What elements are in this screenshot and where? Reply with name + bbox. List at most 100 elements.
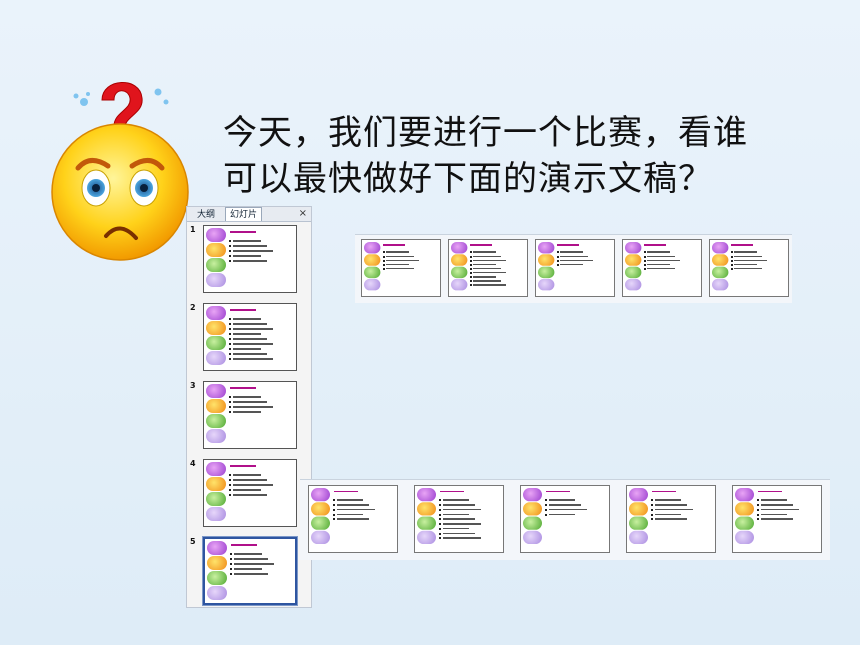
mini-slide-bullet — [382, 251, 385, 254]
mini-slide-image-strip — [712, 242, 729, 291]
mini-slide-bullet — [544, 513, 547, 516]
slide-thumbnail[interactable] — [203, 303, 297, 371]
tab-slides[interactable]: 幻灯片 — [225, 207, 263, 221]
mini-slide-bullet — [643, 259, 646, 262]
mini-slide-text-line — [472, 271, 506, 274]
mini-slide-bullet — [469, 267, 472, 270]
mini-slide-text-line — [472, 259, 506, 262]
mini-slide-text-line — [442, 513, 470, 516]
mini-slide-text-line — [646, 255, 675, 258]
tab-outline[interactable]: 大纲 — [197, 210, 216, 220]
mini-slide-bullet — [382, 267, 385, 270]
mini-slide-bullet — [332, 518, 335, 521]
mini-slide-bullet — [469, 263, 472, 266]
mini-slide-image-strip — [311, 488, 330, 545]
mini-slide-bullet — [556, 259, 559, 262]
mini-slide-bullet — [730, 255, 733, 258]
mini-slide-bullet — [756, 504, 759, 507]
sorter-slide-thumbnail[interactable] — [709, 239, 789, 297]
mini-slide-bullet — [469, 255, 472, 258]
sorter-slide-thumbnail[interactable] — [626, 485, 716, 553]
mini-slide-text-line — [472, 255, 501, 258]
mini-slide-text-line — [654, 518, 687, 520]
mini-slide-bullet — [438, 532, 441, 535]
mini-slide-text-line — [233, 323, 267, 325]
mini-slide-bullet — [650, 504, 653, 507]
mini-slide-text-line — [559, 259, 593, 262]
mini-slide-bullet — [230, 563, 232, 565]
mini-slide-bullet — [556, 251, 559, 254]
mini-slide-bullet — [556, 255, 559, 258]
mini-slide-text-line — [442, 508, 481, 511]
mini-slide-bullet — [230, 558, 232, 560]
mini-slide-text-line — [733, 255, 762, 258]
mini-slide-title-bar — [333, 490, 359, 493]
mini-slide-text-line — [733, 259, 767, 262]
sorter-slide-thumbnail[interactable] — [414, 485, 504, 553]
sorter-slide-thumbnail[interactable] — [732, 485, 822, 553]
mini-slide-text-line — [234, 563, 274, 565]
slide-number: 4 — [190, 459, 196, 468]
mini-slide-bullet — [229, 260, 231, 262]
mini-slide-bullet — [643, 251, 646, 254]
mini-slide-text-line — [234, 558, 268, 560]
mini-slide-bullet — [229, 484, 231, 486]
mini-slide-bullet — [544, 508, 547, 511]
mini-slide-bullet — [229, 358, 231, 360]
sorter-slide-thumbnail[interactable] — [308, 485, 398, 553]
mini-slide-bullet — [229, 240, 231, 242]
slide-thumbnail[interactable] — [203, 225, 297, 293]
mini-slide-text-line — [233, 348, 261, 350]
mini-slide-bullet — [229, 255, 231, 257]
slide-thumbnail[interactable] — [203, 381, 297, 449]
slide-thumbnail[interactable] — [202, 536, 298, 606]
mini-slide-text-line — [472, 276, 496, 278]
mini-slide-title-bar — [470, 244, 492, 246]
mini-slide-text-line — [760, 504, 793, 506]
mini-slide-bullet — [756, 513, 759, 516]
mini-slide-image-strip — [629, 488, 648, 545]
sorter-slide-thumbnail[interactable] — [520, 485, 610, 553]
mini-slide-text-line — [336, 504, 369, 506]
sorter-slide-thumbnail[interactable] — [361, 239, 441, 297]
mini-slide-bullet — [756, 518, 759, 521]
sorter-slide-thumbnail[interactable] — [448, 239, 528, 297]
slide-number: 5 — [190, 537, 196, 546]
mini-slide-bullet — [730, 251, 733, 254]
slide-sorter-row-bottom — [300, 479, 830, 560]
mini-slide-bullet — [230, 573, 232, 575]
mini-slide-text-line — [385, 263, 409, 266]
mini-slide-title-bar — [439, 490, 465, 493]
mini-slide-bullet — [229, 338, 231, 340]
mini-slide-text-line — [654, 504, 687, 506]
mini-slide-text-line — [233, 255, 261, 257]
mini-slide-bullet — [650, 499, 653, 502]
mini-slide-text-line — [733, 267, 762, 270]
mini-slide-text-line — [442, 504, 475, 506]
mini-slide-text-line — [472, 251, 496, 253]
mini-slide-text-line — [760, 508, 799, 511]
mini-slide-title-bar — [731, 244, 753, 246]
mini-slide-bullet — [229, 401, 231, 403]
mini-slide-bullet — [229, 406, 231, 408]
mini-slide-text-line — [646, 263, 670, 266]
mini-slide-text-line — [233, 474, 261, 476]
mini-slide-bullet — [643, 255, 646, 258]
sorter-slide-thumbnail[interactable] — [622, 239, 702, 297]
mini-slide-bullet — [229, 489, 231, 491]
mini-slide-bullet — [332, 513, 335, 516]
close-icon[interactable]: × — [298, 208, 307, 219]
mini-slide-text-line — [234, 573, 268, 575]
sorter-slide-thumbnail[interactable] — [535, 239, 615, 297]
slide-thumbnail[interactable] — [203, 459, 297, 527]
mini-slide-title-bar — [230, 387, 256, 389]
mini-slide-text-line — [233, 333, 261, 335]
mini-slide-bullet — [229, 353, 231, 355]
mini-slide-text-line — [559, 255, 588, 258]
mini-slide-title-bar — [230, 309, 256, 311]
mini-slide-bullet — [544, 499, 547, 502]
mini-slide-text-line — [646, 251, 670, 253]
heading-line-1: 今天，我们要进行一个比赛，看谁 — [223, 113, 748, 153]
mini-slide-bullet — [650, 508, 653, 511]
